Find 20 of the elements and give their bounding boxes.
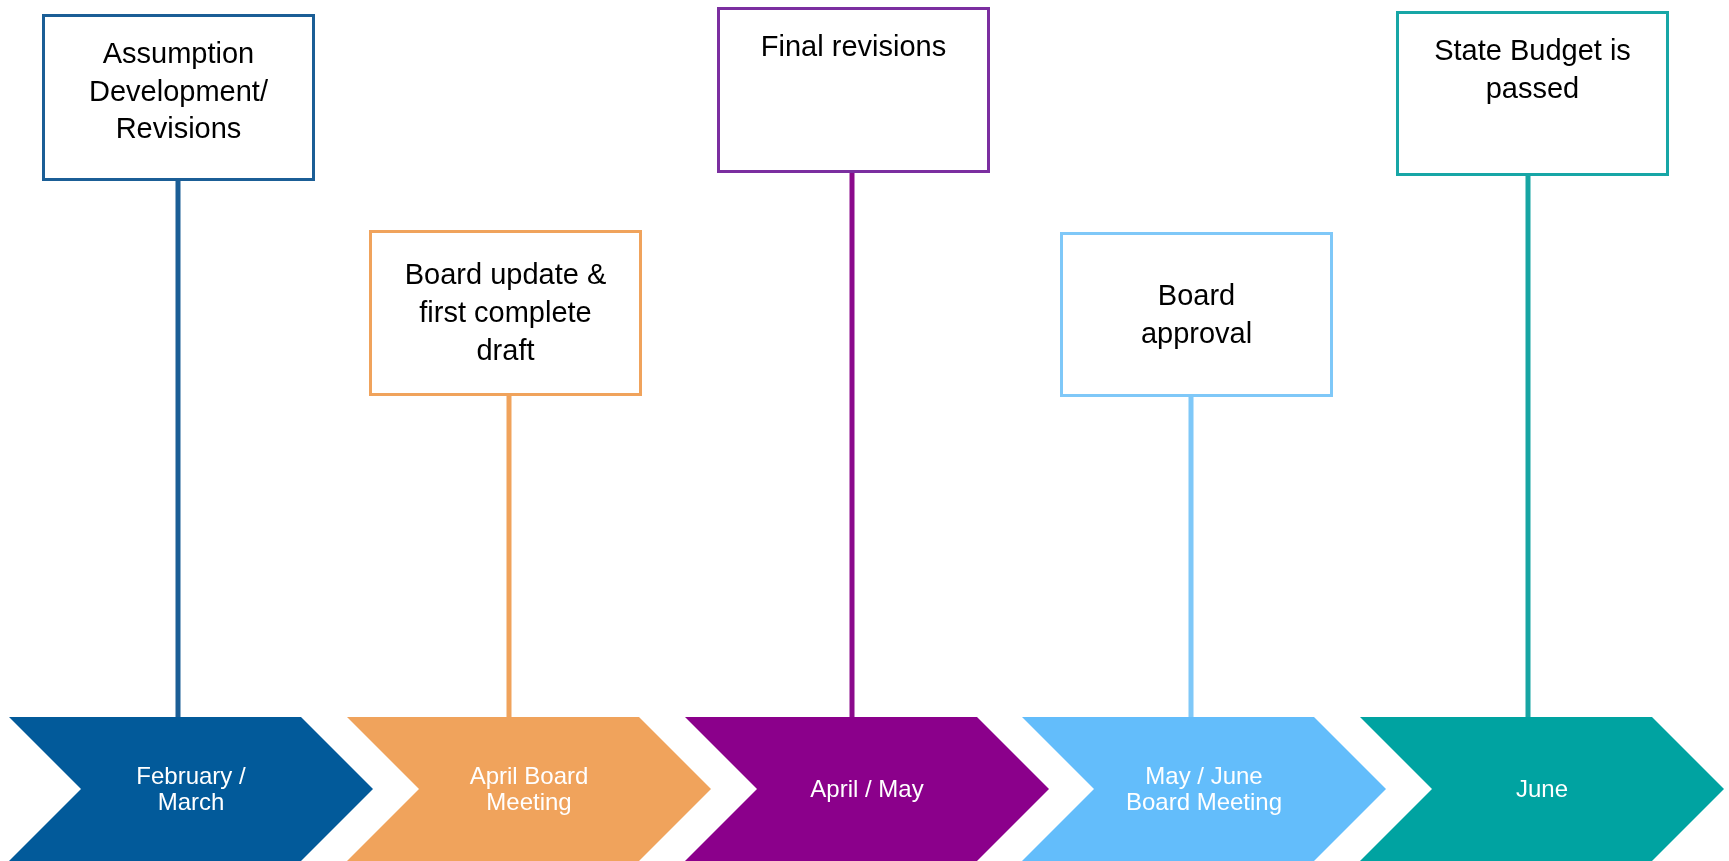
- milestone-text: Assumption Development/ Revisions: [88, 36, 269, 147]
- period-label: April Board Meeting: [468, 762, 590, 816]
- connector-line: [506, 396, 512, 717]
- milestone-box: [369, 230, 642, 396]
- connector-line: [849, 173, 855, 717]
- milestone-text: Board approval: [1139, 277, 1254, 351]
- milestone-box: [1060, 232, 1333, 397]
- milestone-box: [717, 7, 990, 173]
- connector-line: [175, 181, 181, 717]
- milestone-box: [42, 14, 315, 181]
- connector-line: [1525, 176, 1531, 717]
- connector-line: [1188, 397, 1194, 717]
- milestone-box: [1396, 11, 1669, 176]
- period-label: June: [1514, 775, 1569, 803]
- milestone-text: State Budget is passed: [1433, 33, 1632, 106]
- period-label: February / March: [135, 762, 247, 816]
- milestone-text: Final revisions: [760, 29, 947, 64]
- milestone-text: Board update & first complete draft: [403, 257, 608, 368]
- period-label: April / May: [809, 775, 925, 803]
- period-label: May / June Board Meeting: [1124, 762, 1284, 816]
